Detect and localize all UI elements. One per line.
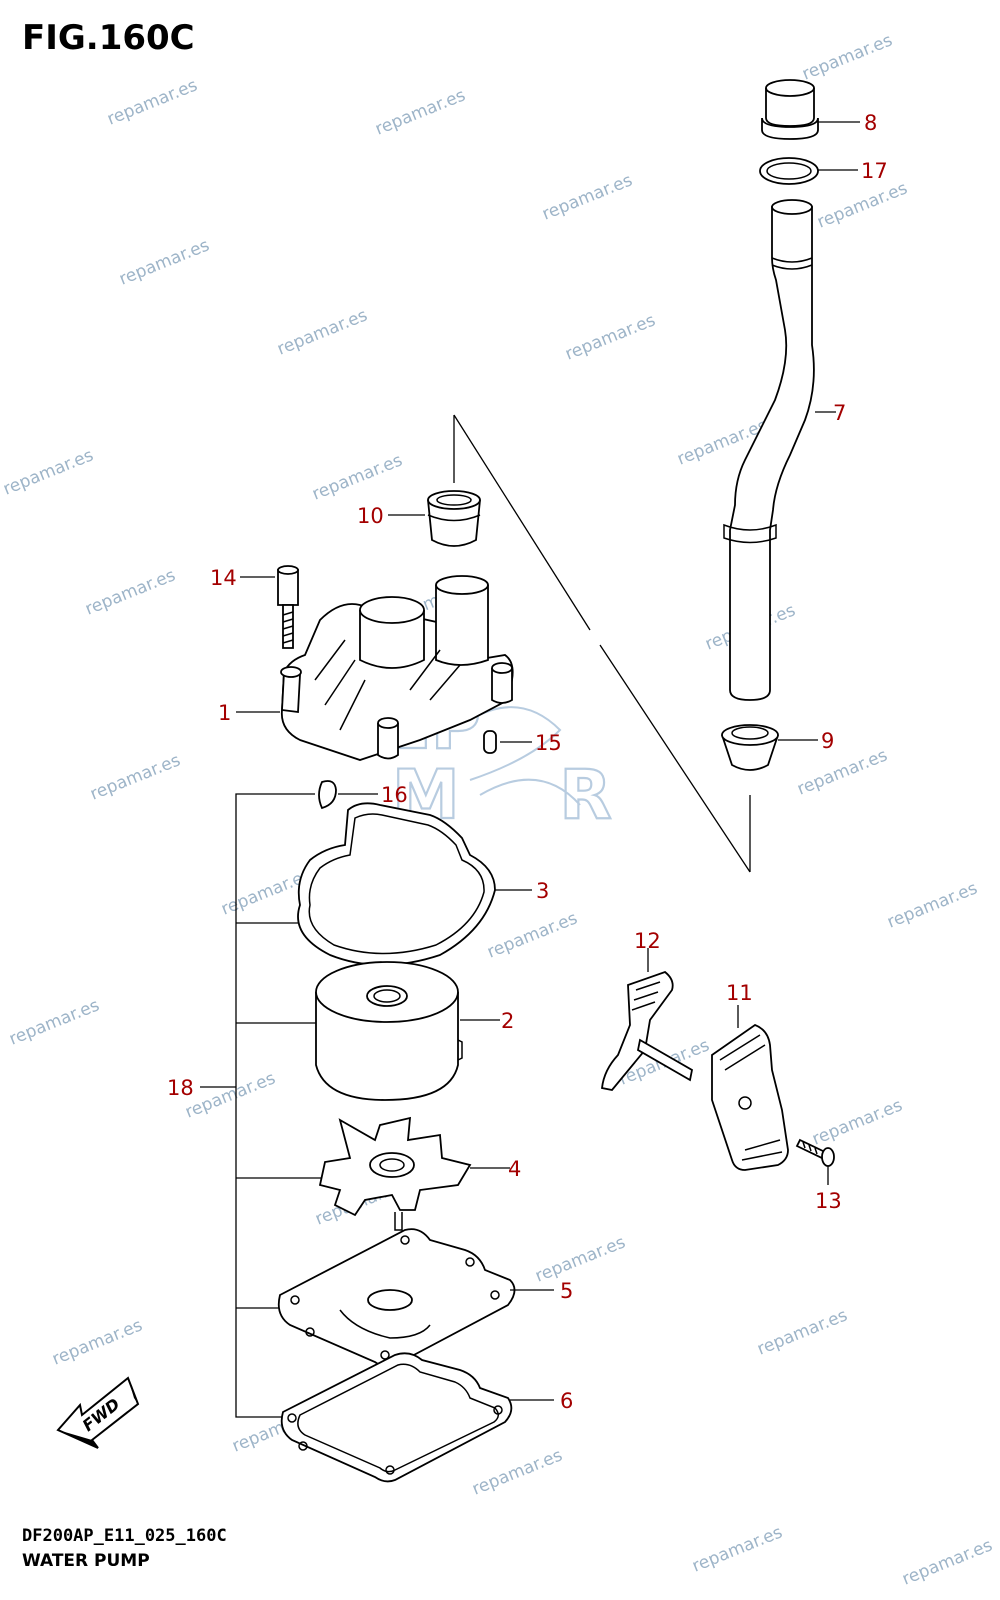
watermark: repamar.es bbox=[182, 1068, 278, 1122]
watermark: repamar.es bbox=[372, 85, 468, 139]
callout-10: 10 bbox=[357, 504, 384, 528]
callout-8: 8 bbox=[864, 111, 877, 135]
watermark: repamar.es bbox=[689, 1522, 785, 1576]
callout-13: 13 bbox=[815, 1189, 842, 1213]
watermark: repamar.es bbox=[794, 745, 890, 799]
watermark: repamar.es bbox=[116, 235, 212, 289]
callout-11: 11 bbox=[726, 981, 753, 1005]
watermark: repamar.es bbox=[884, 878, 980, 932]
callout-1: 1 bbox=[218, 701, 231, 725]
part-pump-housing-1 bbox=[280, 575, 514, 761]
part-pin-15 bbox=[483, 730, 497, 754]
watermark: repamar.es bbox=[814, 178, 910, 232]
part-o-ring-17 bbox=[759, 157, 819, 185]
forward-arrow: FWD bbox=[56, 1376, 140, 1449]
callout-4: 4 bbox=[508, 1157, 521, 1181]
watermark: repamar.es bbox=[0, 445, 96, 499]
callout-12: 12 bbox=[634, 929, 661, 953]
part-liner-2 bbox=[315, 961, 463, 1101]
watermark: repamar.es bbox=[274, 305, 370, 359]
watermark: repamar.es bbox=[754, 1305, 850, 1359]
part-gasket-3 bbox=[297, 802, 496, 966]
callout-15: 15 bbox=[535, 731, 562, 755]
logo-wave bbox=[479, 778, 581, 806]
watermark: repamar.es bbox=[539, 170, 635, 224]
callouts: 1 2 3 4 5 6 7 8 9 10 11 12 13 14 15 16 1… bbox=[167, 111, 888, 1413]
figure-name: WATER PUMP bbox=[22, 1551, 150, 1571]
callout-9: 9 bbox=[821, 729, 834, 753]
figure-code: DF200AP_E11_025_160C bbox=[22, 1526, 227, 1546]
watermark: repamar.es bbox=[799, 30, 895, 84]
watermark: repamar.es bbox=[484, 908, 580, 962]
callout-7: 7 bbox=[833, 401, 846, 425]
callout-3: 3 bbox=[536, 879, 549, 903]
watermark: repamar.es bbox=[899, 1535, 995, 1589]
callout-2: 2 bbox=[501, 1009, 514, 1033]
callout-16: 16 bbox=[381, 783, 408, 807]
part-anode-11 bbox=[711, 1023, 789, 1171]
watermark: repamar.es bbox=[809, 1095, 905, 1149]
watermark: repamar.es bbox=[532, 1232, 628, 1286]
watermark: repamar.es bbox=[6, 995, 102, 1049]
watermark: repamar.es bbox=[49, 1315, 145, 1369]
part-tube-7 bbox=[723, 199, 815, 701]
watermark: repamar.es bbox=[82, 565, 178, 619]
bracket-18 bbox=[200, 793, 328, 1418]
watermark: repamar.es bbox=[104, 75, 200, 129]
figure-title: FIG.160C bbox=[22, 18, 195, 58]
watermark: repamar.es bbox=[87, 750, 183, 804]
callout-5: 5 bbox=[560, 1279, 573, 1303]
part-gasket-6 bbox=[280, 1352, 513, 1483]
part-key-16 bbox=[318, 780, 337, 810]
watermark: repamar.es bbox=[562, 310, 658, 364]
callout-14: 14 bbox=[210, 566, 237, 590]
watermark: repamar.es bbox=[469, 1445, 565, 1499]
part-screw-13 bbox=[795, 1138, 835, 1167]
part-bracket-12 bbox=[601, 970, 694, 1091]
part-plate-5 bbox=[277, 1228, 516, 1368]
part-cap-8 bbox=[761, 79, 819, 140]
callout-6: 6 bbox=[560, 1389, 573, 1413]
reference-line bbox=[453, 414, 751, 873]
watermark: repamar.es bbox=[309, 450, 405, 504]
part-impeller-4 bbox=[318, 1116, 472, 1231]
callout-17: 17 bbox=[861, 159, 888, 183]
logo-wave bbox=[469, 706, 562, 781]
callout-18: 18 bbox=[167, 1076, 194, 1100]
part-grommet-9 bbox=[721, 724, 779, 771]
part-seal-10 bbox=[427, 490, 481, 547]
part-bolt-14 bbox=[277, 565, 299, 649]
